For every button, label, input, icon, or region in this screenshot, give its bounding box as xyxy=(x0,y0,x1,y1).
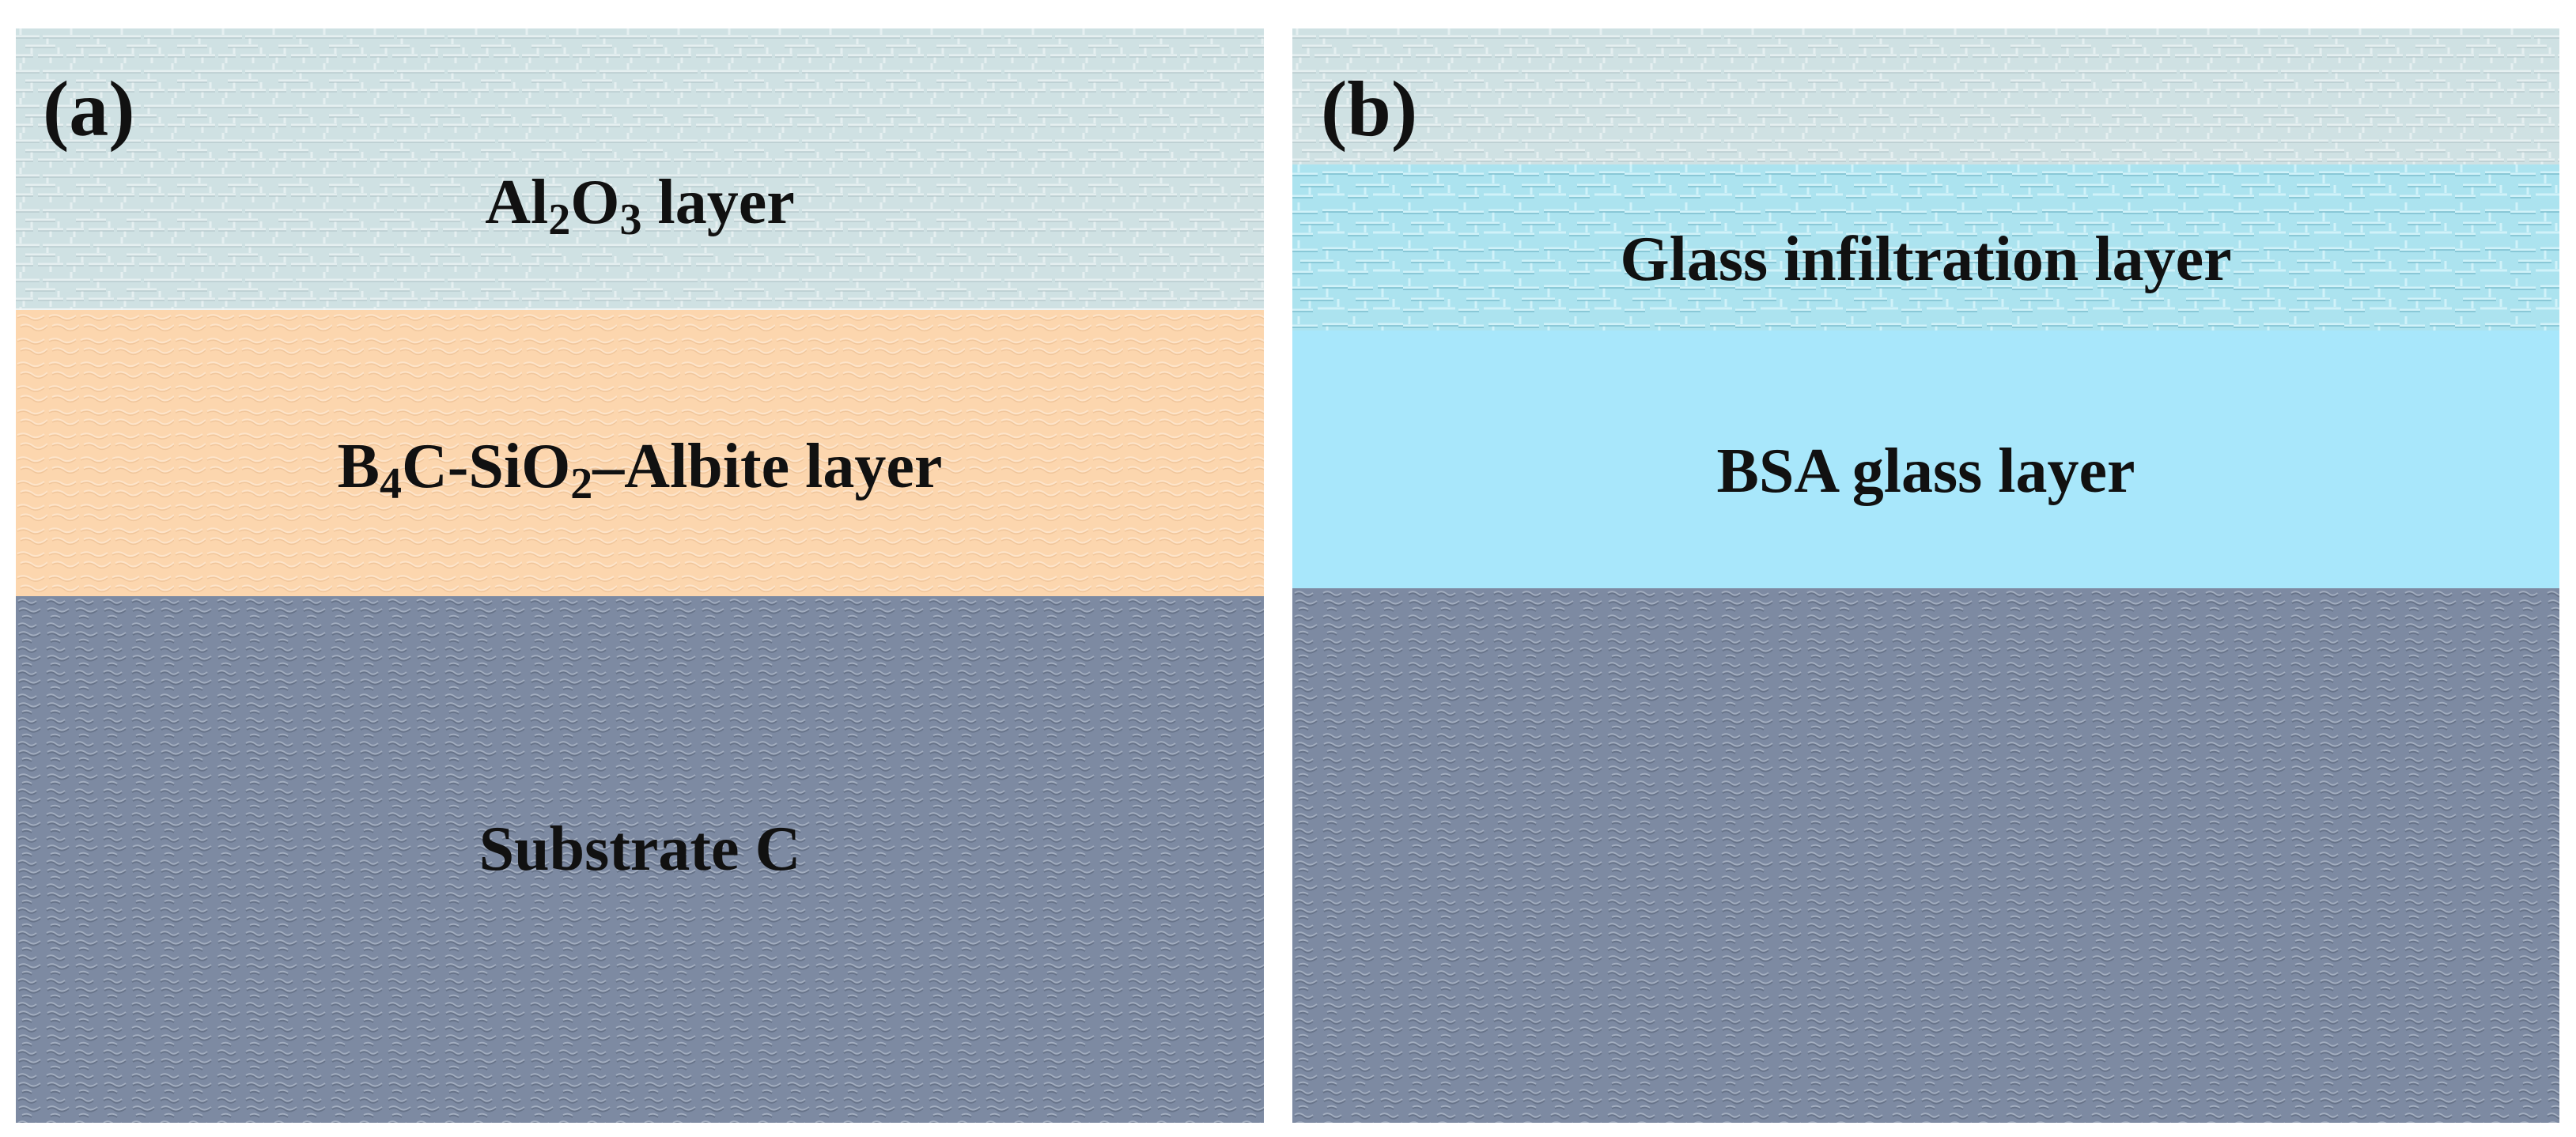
bsa-glass-label: BSA glass layer xyxy=(1716,436,2135,506)
bsa-glass-layer xyxy=(1292,331,2559,588)
top-residual-layer xyxy=(1292,28,2559,164)
al2o3-layer-label: Al2O3 layer xyxy=(485,168,795,244)
glass-infiltration-label: Glass infiltration layer xyxy=(1620,225,2232,294)
panel-label-a: (a) xyxy=(43,65,135,153)
b4c-sio2-albite-layer xyxy=(16,310,1264,596)
panel-label-b: (b) xyxy=(1321,65,1418,153)
substrate-layer xyxy=(1292,588,2559,1123)
substrate-label: Substrate C xyxy=(479,814,801,884)
panel-b: (b) Glass infiltration layer BSA glass l… xyxy=(1292,28,2559,1123)
panel-a: (a) Al2O3 layer B4C-SiO2–Albite layer Su… xyxy=(16,28,1264,1123)
b4c-layer-label: B4C-SiO2–Albite layer xyxy=(337,432,943,508)
al2o3-layer xyxy=(16,28,1264,310)
substrate-c-layer xyxy=(16,596,1264,1123)
glass-infiltration-layer xyxy=(1292,164,2559,331)
